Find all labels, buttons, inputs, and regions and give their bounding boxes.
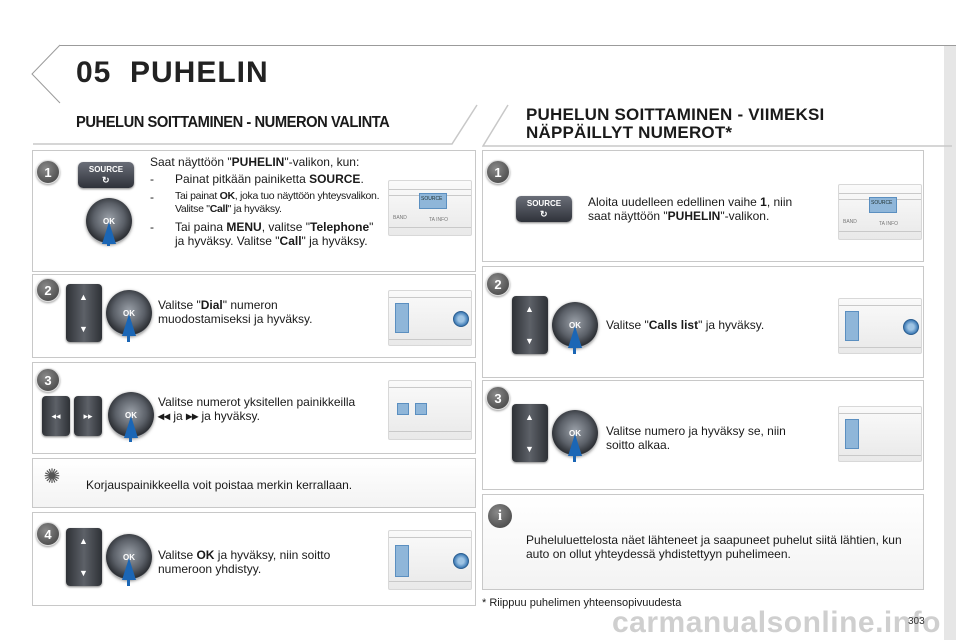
up-down-rocker-illustration: ▲ ▼ (66, 284, 102, 342)
left-step3-text: Valitse numerot yksitellen painikkeilla … (158, 395, 356, 423)
right-title-line1: PUHELUN SOITTAMINEN - VIIMEKSI (526, 105, 825, 124)
up-down-rocker-illustration: ▲ ▼ (512, 296, 548, 354)
step-badge: 1 (486, 160, 510, 184)
blue-arrow-icon (124, 416, 138, 438)
ok-label: OK (103, 216, 115, 226)
blue-arrow-icon (102, 222, 116, 244)
down-arrow-icon: ▼ (525, 444, 534, 454)
source-label: SOURCE (526, 199, 562, 208)
step-badge: 4 (36, 522, 60, 546)
tip-lightbulb-icon: ✺ (43, 465, 61, 488)
source-button-illustration: SOURCE ↻ (516, 196, 572, 222)
header-rule (60, 45, 956, 46)
right-title-frame (482, 104, 952, 147)
step-badge: 2 (36, 278, 60, 302)
footnote: * Riippuu puhelimen yhteensopivuudesta (482, 597, 682, 609)
watermark: carmanualsonline.info (612, 606, 941, 639)
radio-source-illustration: SOURCE BAND TA INFO (838, 184, 922, 240)
up-arrow-icon: ▲ (79, 536, 88, 546)
down-arrow-icon: ▼ (525, 336, 534, 346)
step-badge: 1 (36, 160, 60, 184)
chapter-title: PUHELIN (130, 56, 269, 89)
left-step4-text: Valitse OK ja hyväksy, niin soitto numer… (158, 548, 331, 576)
ok-label: OK (569, 428, 581, 438)
left-step1-bullet1: Painat pitkään painiketta SOURCE. (175, 172, 364, 186)
blue-arrow-stem (127, 578, 130, 586)
source-button-illustration: SOURCE ↻ (78, 162, 134, 188)
forward-button-illustration: ▸▸ (74, 396, 102, 436)
radio-keypad-illustration (388, 530, 472, 590)
up-arrow-icon: ▲ (525, 412, 534, 422)
source-label: SOURCE (88, 165, 124, 174)
blue-arrow-stem (107, 242, 110, 246)
rewind-button-illustration: ◂◂ (42, 396, 70, 436)
blue-arrow-icon (568, 326, 582, 348)
radio-keypad-illustration (838, 406, 922, 462)
source-swirl-icon: ↻ (102, 175, 110, 185)
up-down-rocker-illustration: ▲ ▼ (512, 404, 548, 462)
blue-arrow-icon (122, 558, 136, 580)
right-info-panel (482, 494, 924, 590)
blue-arrow-icon (568, 434, 582, 456)
left-step1-intro: Saat näyttöön "PUHELIN"-valikon, kun: (150, 155, 360, 169)
page-number: 303 (908, 616, 925, 627)
down-arrow-icon: ▼ (79, 324, 88, 334)
right-step2-text: Valitse "Calls list" ja hyväksy. (606, 318, 765, 332)
radio-keypad-illustration (388, 290, 472, 346)
blue-arrow-stem (129, 436, 132, 442)
up-arrow-icon: ▲ (525, 304, 534, 314)
right-info-text: Puheluluettelosta näet lähteneet ja saap… (526, 533, 902, 561)
right-step1-text: Aloita uudelleen edellinen vaihe 1, niin… (588, 195, 793, 223)
left-step1-bullet2: Tai painat OK, joka tuo näyttöön yhteysv… (175, 190, 380, 215)
blue-arrow-stem (573, 454, 576, 462)
radio-source-illustration: SOURCE BAND TA INFO (388, 180, 472, 236)
up-arrow-icon: ▲ (79, 292, 88, 302)
ok-label: OK (569, 320, 581, 330)
step-badge: 2 (486, 272, 510, 296)
step-badge: 3 (36, 368, 60, 392)
blue-arrow-icon (122, 314, 136, 336)
info-icon: i (488, 504, 512, 528)
left-step2-text: Valitse "Dial" numeron muodostamiseksi j… (158, 298, 313, 326)
right-section-title: PUHELUN SOITTAMINEN - VIIMEKSI NÄPPÄILLY… (526, 106, 824, 142)
up-down-rocker-illustration: ▲ ▼ (66, 528, 102, 586)
left-tip-text: Korjauspainikkeella voit poistaa merkin … (86, 478, 353, 492)
radio-keypad-illustration (838, 298, 922, 354)
left-section-title: PUHELUN SOITTAMINEN - NUMERON VALINTA (76, 114, 390, 131)
source-swirl-icon: ↻ (540, 209, 548, 219)
left-title-frame (33, 104, 478, 145)
right-step3-text: Valitse numero ja hyväksy se, niin soitt… (606, 424, 786, 452)
bullet-dash: - (150, 172, 154, 186)
blue-arrow-stem (127, 334, 130, 342)
header-corner (31, 44, 61, 104)
bullet-dash: - (150, 190, 154, 204)
bullet-dash: - (150, 220, 154, 234)
left-tip-panel (32, 458, 476, 508)
radio-keypad-illustration (388, 380, 472, 440)
left-step1-bullet3: Tai paina MENU, valitse "Telephone" ja h… (175, 220, 374, 248)
blue-arrow-stem (573, 346, 576, 354)
chapter-number: 05 (76, 56, 112, 89)
ok-label: OK (125, 410, 137, 420)
page-edge-strip (944, 46, 956, 640)
step-badge: 3 (486, 386, 510, 410)
down-arrow-icon: ▼ (79, 568, 88, 578)
right-title-line2: NÄPPÄILLYT NUMEROT* (526, 123, 733, 142)
ok-label: OK (123, 552, 135, 562)
ok-label: OK (123, 308, 135, 318)
